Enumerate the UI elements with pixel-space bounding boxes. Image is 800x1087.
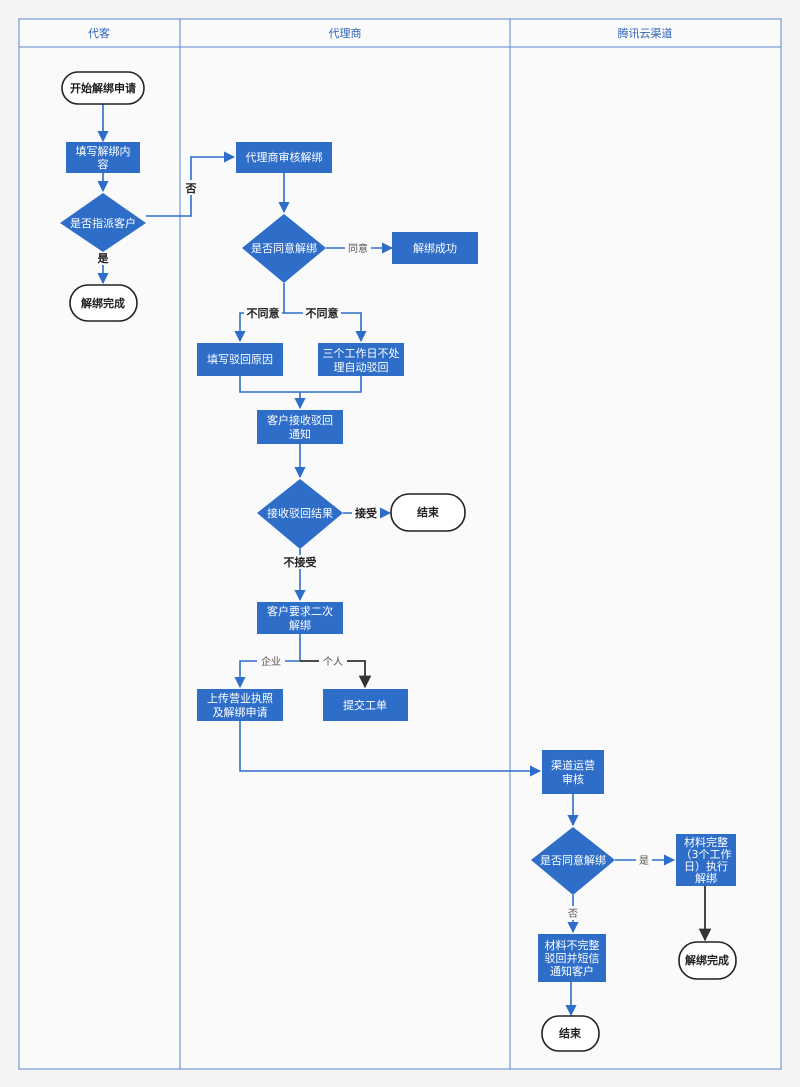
label-yes-2: 是 xyxy=(639,855,649,867)
node-materials-ok-line4: 解绑 xyxy=(695,871,717,885)
node-recv-notice-line2: 通知 xyxy=(289,427,311,441)
node-recv-result-q-label: 接收驳回结果 xyxy=(267,506,333,520)
node-agree-q1-label: 是否同意解绑 xyxy=(251,241,317,255)
node-materials-bad-line1: 材料不完整 xyxy=(545,938,600,952)
label-personal: 个人 xyxy=(323,656,343,668)
label-not-accept: 不接受 xyxy=(284,555,317,569)
node-agree-q2-label: 是否同意解绑 xyxy=(540,853,606,867)
node-fill-content-line1: 填写解绑内 xyxy=(76,144,131,158)
node-unbind-done-2-label: 解绑完成 xyxy=(685,953,729,967)
node-start-label: 开始解绑申请 xyxy=(70,81,136,95)
node-materials-bad-line3: 通知客户 xyxy=(550,964,594,978)
node-upload-license-line2: 及解绑申请 xyxy=(213,705,268,719)
node-auto-reject: 三个工作日不处 理自动驳回 xyxy=(318,343,404,376)
lane-title-agent: 代理商 xyxy=(329,26,362,40)
node-materials-bad-line2: 驳回并短信 xyxy=(545,951,600,965)
lane-title-tencent-channel: 腾讯云渠道 xyxy=(618,26,673,40)
node-upload-license: 上传营业执照 及解绑申请 xyxy=(197,689,283,721)
node-channel-review: 渠道运营 审核 xyxy=(542,750,604,794)
node-end-1: 结束 xyxy=(390,493,466,532)
node-auto-reject-line1: 三个工作日不处 xyxy=(323,347,400,360)
node-channel-review-line1: 渠道运营 xyxy=(551,758,595,772)
node-fill-content: 填写解绑内 容 xyxy=(66,142,140,173)
node-materials-ok-line1: 材料完整 xyxy=(684,835,728,849)
node-materials-ok-line2: （3个工作 xyxy=(681,848,732,861)
node-materials-ok: 材料完整 （3个工作 日）执行 解绑 xyxy=(676,834,736,886)
edge-labels: 否 是 同意 不同意 不同意 接受 不接受 企业 个人 是 否 xyxy=(95,180,652,920)
label-disagree-right: 不同意 xyxy=(306,306,339,320)
node-upload-license-line1: 上传营业执照 xyxy=(207,691,273,705)
label-accept: 接受 xyxy=(355,506,377,520)
node-agent-review-label: 代理商审核解绑 xyxy=(246,150,323,164)
node-recv-result-q: 接收驳回结果 xyxy=(257,479,343,549)
node-unbind-done-2: 解绑完成 xyxy=(678,941,737,980)
node-is-designated: 是否指派客户 xyxy=(60,193,146,252)
node-agent-review: 代理商审核解绑 xyxy=(236,142,332,173)
swimlane-frame xyxy=(18,18,782,1070)
label-disagree-left: 不同意 xyxy=(247,306,280,320)
node-unbind-success: 解绑成功 xyxy=(392,232,478,264)
node-end-1-label: 结束 xyxy=(416,505,440,519)
node-submit-ticket: 提交工单 xyxy=(323,689,408,721)
node-second-request: 客户要求二次 解绑 xyxy=(257,602,343,634)
node-fill-reason-label: 填写驳回原因 xyxy=(207,352,273,366)
node-recv-notice: 客户接收驳回 通知 xyxy=(257,410,343,444)
node-second-request-line1: 客户要求二次 xyxy=(267,604,333,618)
node-submit-ticket-label: 提交工单 xyxy=(343,698,387,712)
node-fill-reason: 填写驳回原因 xyxy=(197,343,283,376)
node-end-2: 结束 xyxy=(541,1015,600,1052)
node-agree-q1: 是否同意解绑 xyxy=(242,214,326,283)
label-no-1: 否 xyxy=(185,182,197,195)
label-yes-1: 是 xyxy=(97,252,110,265)
label-agree: 同意 xyxy=(348,242,368,255)
node-materials-bad: 材料不完整 驳回并短信 通知客户 xyxy=(538,934,606,982)
node-start: 开始解绑申请 xyxy=(61,71,145,105)
lane-title-customer: 代客 xyxy=(88,26,110,40)
node-materials-ok-line3: 日）执行 xyxy=(684,859,728,873)
edge-upload-to-channel xyxy=(239,721,542,777)
node-unbind-done-1-label: 解绑完成 xyxy=(81,296,125,310)
node-end-2-label: 结束 xyxy=(558,1026,582,1040)
node-agree-q2: 是否同意解绑 xyxy=(531,827,615,895)
node-recv-notice-line1: 客户接收驳回 xyxy=(267,413,333,427)
node-unbind-success-label: 解绑成功 xyxy=(413,241,457,255)
node-auto-reject-line2: 理自动驳回 xyxy=(334,361,389,374)
label-no-2: 否 xyxy=(568,908,578,920)
node-is-designated-label: 是否指派客户 xyxy=(70,216,136,230)
node-second-request-line2: 解绑 xyxy=(289,618,311,632)
node-fill-content-line2: 容 xyxy=(98,157,109,171)
node-channel-review-line2: 审核 xyxy=(562,772,584,786)
node-unbind-done-1: 解绑完成 xyxy=(69,284,138,322)
label-enterprise: 企业 xyxy=(261,655,281,668)
